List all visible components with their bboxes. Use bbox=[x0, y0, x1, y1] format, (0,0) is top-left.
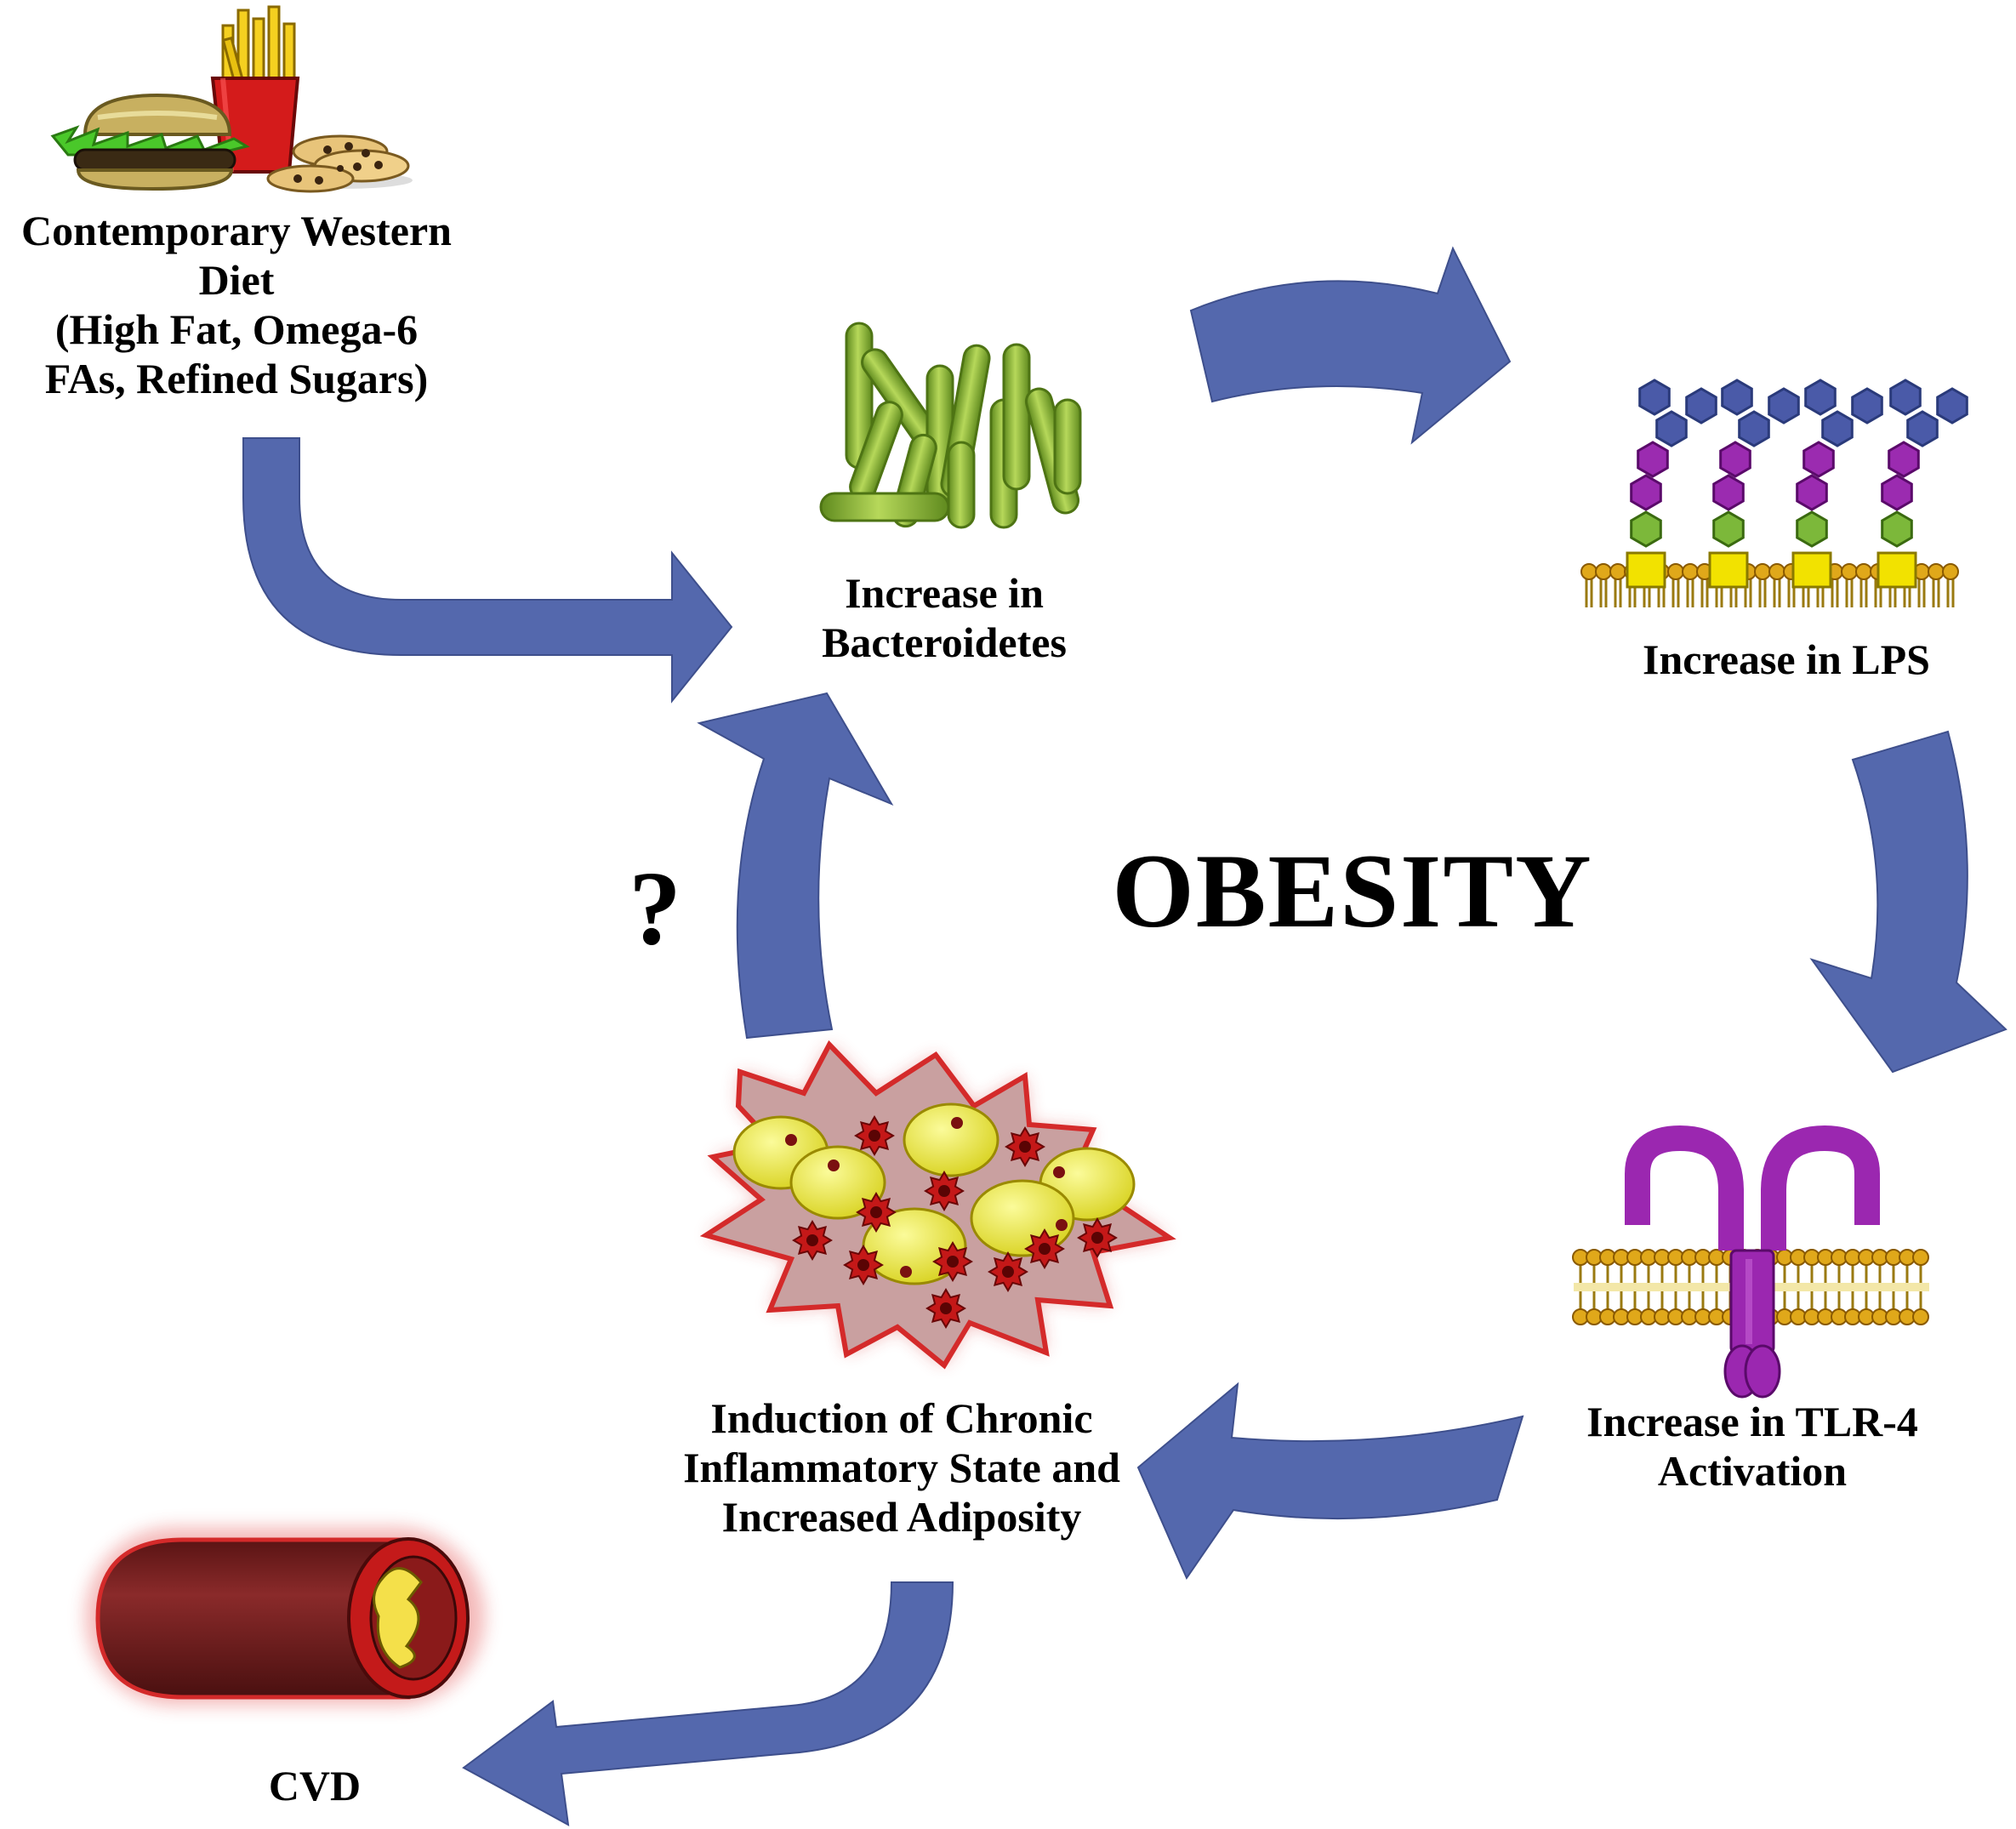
arrow-inflammation-to-cvd bbox=[462, 1581, 954, 1826]
arrow-bacteroidetes-to-lps bbox=[1189, 246, 1512, 445]
label-line: Inflammatory State and bbox=[683, 1444, 1120, 1491]
arrow-lps-to-tlr4 bbox=[1809, 730, 2007, 1074]
arrow-tlr4-to-inflammation bbox=[1136, 1382, 1524, 1581]
label-line: Activation bbox=[1657, 1447, 1848, 1495]
question-mark: ? bbox=[629, 850, 681, 966]
label-line: Increase in LPS bbox=[1643, 635, 1930, 683]
label-western-diet: Contemporary Western Diet (High Fat, Ome… bbox=[0, 206, 473, 403]
label-line: CVD bbox=[268, 1762, 362, 1809]
center-title-obesity: OBESITY bbox=[1112, 833, 1593, 949]
label-line: Contemporary Western bbox=[21, 207, 452, 254]
label-line: Increased Adiposity bbox=[721, 1493, 1082, 1541]
lps-membrane-icon bbox=[1580, 379, 1968, 607]
tlr4-receptor-icon bbox=[1572, 1125, 1929, 1399]
bacteria-icon bbox=[819, 322, 1082, 529]
arrow-diet-to-bacteroidetes bbox=[242, 437, 733, 704]
label-bacteroidetes: Increase in Bacteroidetes bbox=[766, 568, 1123, 667]
inflamed-adipose-icon bbox=[699, 1040, 1176, 1370]
fast-food-icon bbox=[50, 5, 413, 193]
label-lps: Increase in LPS bbox=[1582, 635, 1990, 684]
label-line: Induction of Chronic bbox=[710, 1394, 1093, 1442]
label-line: Increase in bbox=[845, 569, 1044, 617]
label-line: Increase in TLR-4 bbox=[1586, 1398, 1918, 1445]
label-tlr4: Increase in TLR-4 Activation bbox=[1531, 1397, 1973, 1496]
label-line: (High Fat, Omega-6 bbox=[54, 305, 419, 353]
arrow-inflammation-to-bacteroidetes bbox=[697, 692, 894, 1040]
label-line: Diet bbox=[198, 256, 275, 304]
label-cvd: CVD bbox=[213, 1761, 417, 1810]
label-line: Bacteroidetes bbox=[822, 618, 1067, 666]
label-line: FAs, Refined Sugars) bbox=[44, 355, 429, 402]
blood-vessel-icon bbox=[85, 1527, 485, 1706]
label-inflammation: Induction of Chronic Inflammatory State … bbox=[629, 1393, 1174, 1541]
